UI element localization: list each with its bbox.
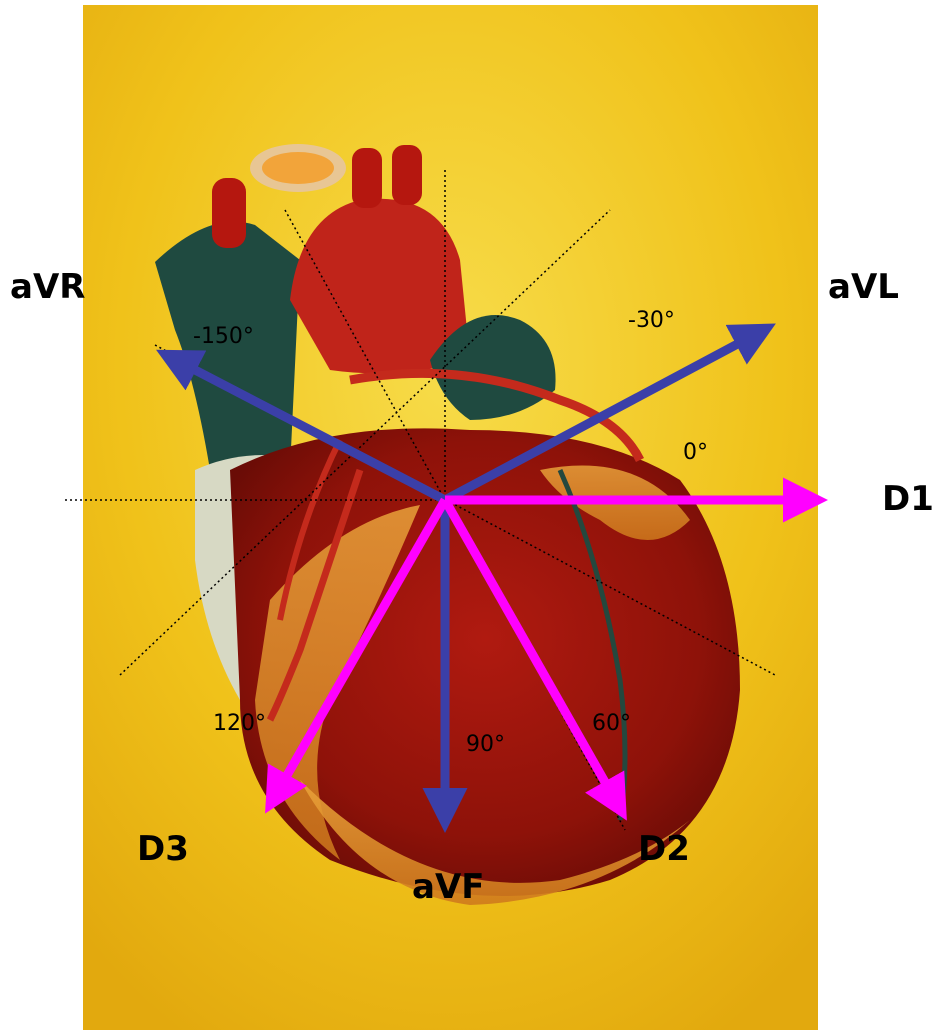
lead-label-aVL: aVL — [828, 267, 899, 307]
angle-label-minus-30: -30° — [628, 308, 675, 333]
lead-label-D3: D3 — [137, 829, 189, 869]
angle-label-0: 0° — [683, 440, 708, 465]
angle-label-120: 120° — [213, 711, 266, 736]
lead-label-D2: D2 — [638, 829, 690, 869]
lead-label-aVR: aVR — [10, 267, 85, 307]
angle-label-60: 60° — [592, 711, 631, 736]
lead-label-D1: D1 — [882, 479, 934, 519]
angle-label-90: 90° — [466, 732, 505, 757]
angle-label-minus-150: -150° — [193, 324, 254, 349]
lead-label-aVF: aVF — [412, 867, 484, 907]
